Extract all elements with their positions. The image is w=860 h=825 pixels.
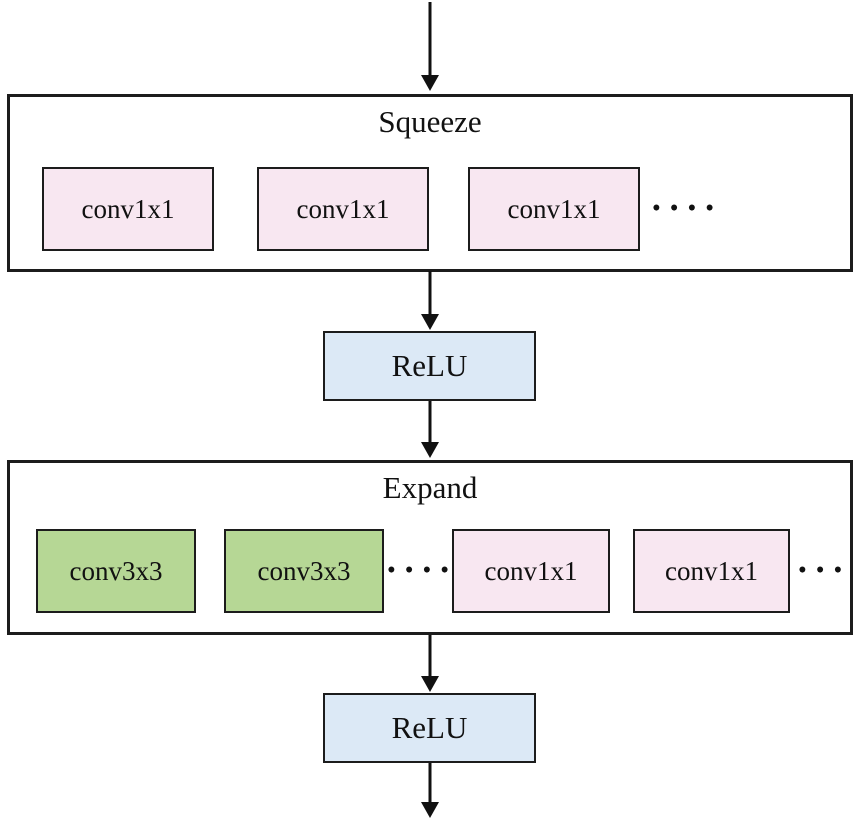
input-arrow [421,2,439,91]
arrow-shaft [428,271,432,316]
conv1x1-box: conv1x1 [42,167,214,251]
squeeze-layer-title: Squeeze [378,104,482,139]
arrow-squeeze-to-relu [421,271,439,330]
output-arrow [421,763,439,818]
arrow-shaft [428,401,432,444]
arrow-shaft [428,2,432,77]
squeeze-layer-box: Squeeze conv1x1 conv1x1 conv1x1 •••• [7,94,853,272]
conv-label: conv1x1 [484,555,578,586]
conv-label: conv1x1 [296,193,390,224]
arrow-expand-to-relu [421,635,439,692]
conv-label: conv3x3 [257,555,351,586]
ellipsis-expand-mid: •••• [387,557,459,584]
conv-label: conv3x3 [69,555,163,586]
ellipsis-expand-right: ••• [798,557,852,584]
conv-label: conv1x1 [665,555,758,586]
conv3x3-box: conv3x3 [224,529,384,613]
conv1x1-box: conv1x1 [257,167,429,251]
arrow-shaft [428,763,432,804]
arrowhead [421,802,439,818]
conv-label: conv1x1 [81,193,175,224]
arrowhead [421,676,439,692]
expand-layer-title: Expand [382,470,478,505]
ellipsis-squeeze: •••• [652,195,724,222]
arrow-relu-to-expand [421,401,439,458]
arrowhead [421,314,439,330]
conv1x1-box: conv1x1 [468,167,640,251]
conv1x1-box: conv1x1 [452,529,610,613]
conv-label: conv1x1 [507,193,601,224]
relu-box-bottom: ReLU [323,693,536,763]
relu-label: ReLU [391,710,468,745]
arrowhead [421,75,439,91]
arrow-shaft [428,635,432,678]
conv3x3-box: conv3x3 [36,529,196,613]
relu-box-top: ReLU [323,331,536,401]
expand-layer-box: Expand conv3x3 conv3x3 •••• conv1x1 conv… [7,460,853,635]
arrowhead [421,442,439,458]
conv1x1-box: conv1x1 [633,529,790,613]
relu-label: ReLU [391,348,468,383]
